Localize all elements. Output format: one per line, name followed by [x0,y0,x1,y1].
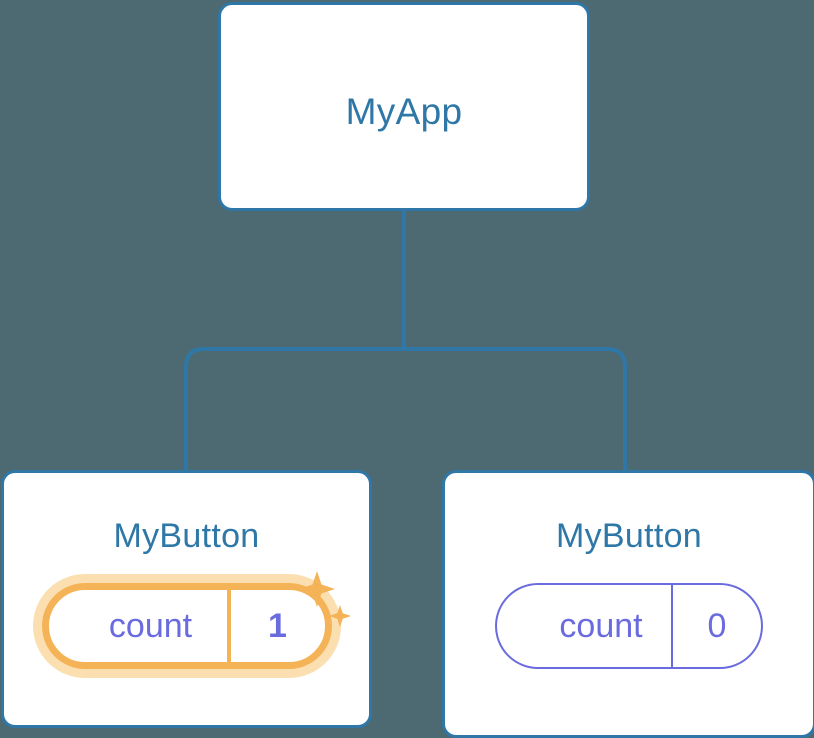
connector-branch-left [184,347,406,474]
node-card-myapp[interactable]: MyApp [218,2,590,211]
state-pill-value-right: 0 [707,607,727,645]
connector-branch-right [402,347,627,474]
node-card-mybutton-left[interactable]: MyButton count 1 [1,470,372,728]
state-pill-wrapper-left: count 1 [4,571,369,669]
state-pill-value-left: 1 [268,607,287,645]
node-card-mybutton-right[interactable]: MyButton count 0 [442,470,814,738]
state-pill-wrapper-right: count 0 [445,583,813,669]
node-title-mybutton-right: MyButton [555,517,703,555]
state-pill-key-left: count [49,590,231,662]
state-pill-right[interactable]: count 0 [495,583,763,669]
sparkle-small-icon [329,605,351,627]
state-pill-left[interactable]: count 1 [41,583,332,669]
state-pill-key-right: count [497,585,673,667]
node-title-myapp: MyApp [345,91,463,132]
node-title-mybutton-left: MyButton [113,517,260,555]
